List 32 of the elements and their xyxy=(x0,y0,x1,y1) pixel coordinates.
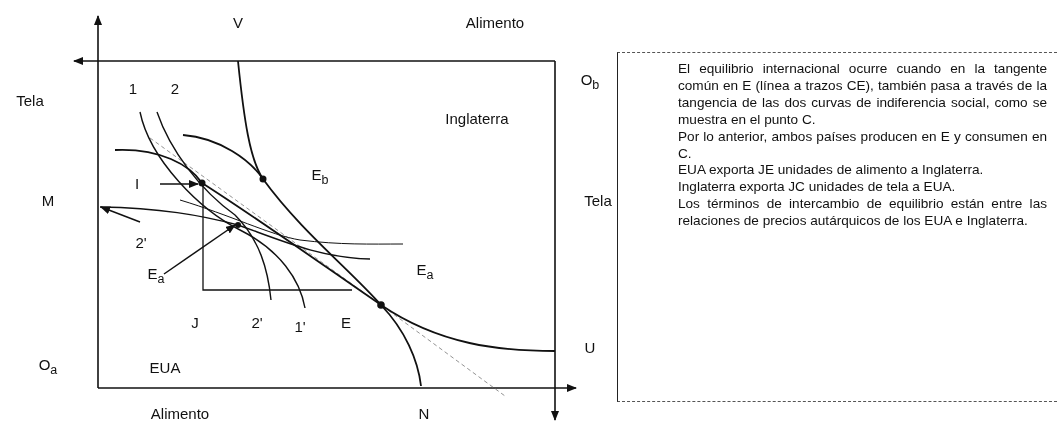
leader-line xyxy=(100,206,141,223)
point-label: E xyxy=(341,313,351,331)
point-label: E$_{a}$ xyxy=(416,260,434,284)
region-label: EUA xyxy=(149,358,181,376)
axis-label: Tela xyxy=(584,191,612,209)
note-text: Los términos de intercambio de equilibrio están entre las relaciones de precios autárquicos de los EUA e Inglaterra. xyxy=(678,196,1047,231)
curve-label: 1 xyxy=(128,79,138,97)
note-text: EUA exporta JE unidades de alimento a Inglaterra. xyxy=(678,162,985,180)
curve-label: E$_{a}$ xyxy=(147,264,165,288)
point-label: E$_{b}$ xyxy=(311,165,329,189)
point-label: V xyxy=(233,13,243,31)
region-label: Inglaterra xyxy=(445,109,509,127)
curve-label: I xyxy=(134,174,140,192)
origin-label: O$_{b}$ xyxy=(580,70,600,94)
note-text: Por lo anterior, ambos países producen en E y consumen en C. xyxy=(678,128,1047,163)
axis-label: Alimento xyxy=(465,13,525,31)
axis-label: Tela xyxy=(16,91,44,109)
note-box xyxy=(617,52,1057,402)
curve-label: 2' xyxy=(251,313,263,331)
curve-label: 1' xyxy=(294,317,306,335)
point-label: U xyxy=(584,338,596,356)
leader-line xyxy=(163,224,236,275)
note-text: Inglaterra exporta JC unidades de tela a EUA. xyxy=(678,179,957,197)
axis-label: Alimento xyxy=(150,404,210,422)
point-label: M xyxy=(41,191,55,209)
point-label: J xyxy=(191,313,199,331)
point-label: N xyxy=(418,404,430,422)
leader-line xyxy=(159,180,199,188)
curve-label: 2' xyxy=(135,233,147,251)
origin-label: O$_{a}$ xyxy=(38,355,58,379)
note-text: El equilibrio internacional ocurre cuando en la tangente común en E (línea a trazos CE), también pasa a través de la tangencia de las dos curvas de indiferencia social, como se muestra en el punto C. xyxy=(678,61,1047,129)
curve-label: 2 xyxy=(170,79,180,97)
